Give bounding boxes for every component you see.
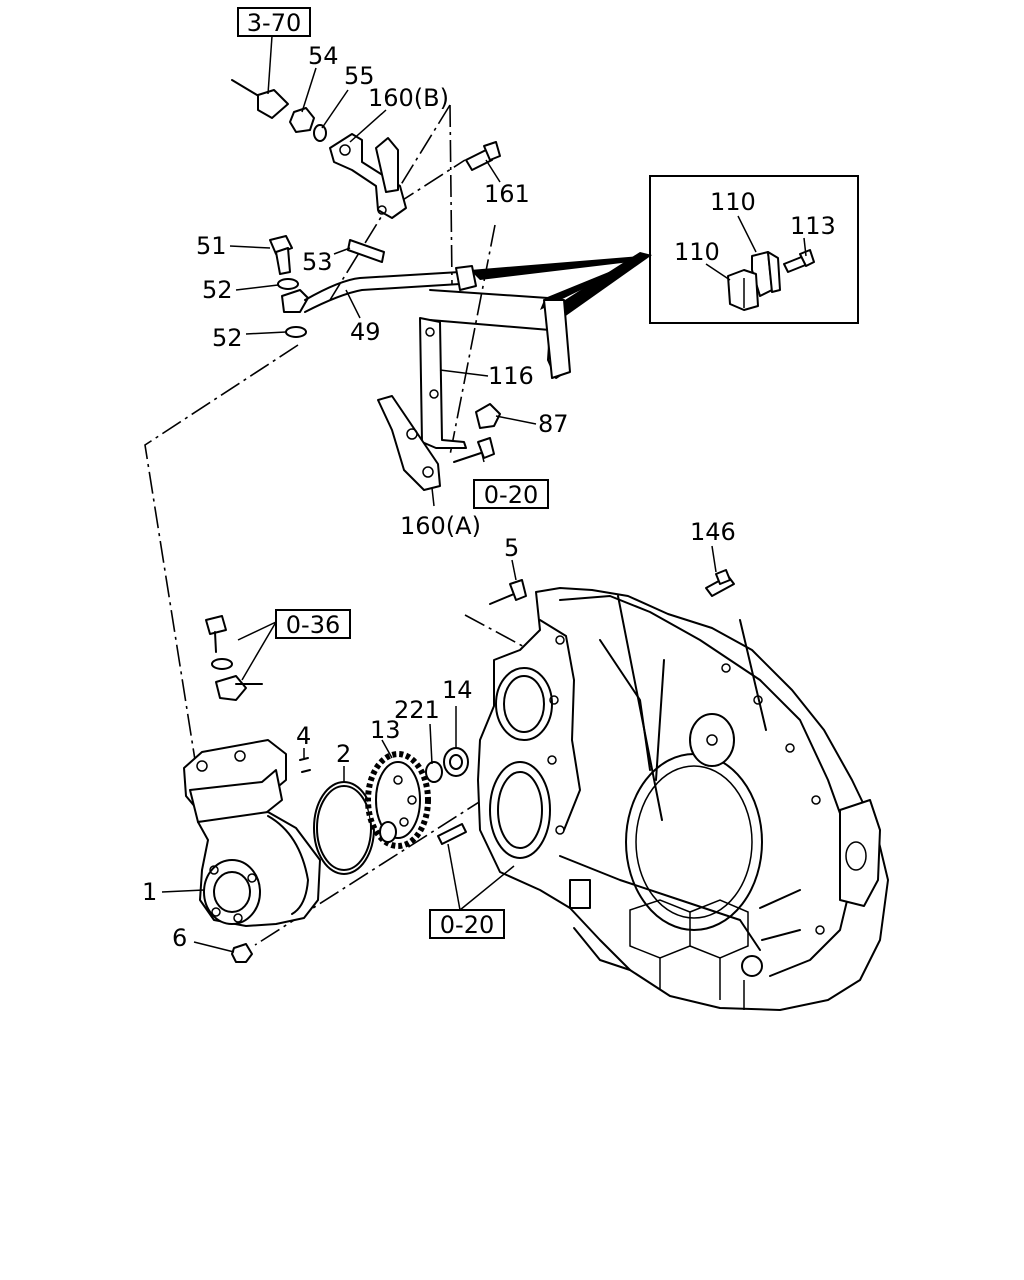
- callout-52-lower: 52: [212, 324, 243, 352]
- callout-110-lower: 110: [674, 238, 720, 266]
- callout-49: 49: [350, 318, 381, 346]
- air-pipe-assembly: [231, 79, 571, 491]
- reference-label: 0-20: [440, 911, 494, 939]
- callout-116: 116: [488, 362, 534, 390]
- reference-label: 0-20: [484, 481, 538, 509]
- callout-52-upper: 52: [202, 276, 233, 304]
- leader-lines: [161, 35, 807, 953]
- callout-160a: 160(A): [400, 512, 481, 540]
- gear-parts: [299, 747, 469, 875]
- reference-label: 0-36: [286, 611, 340, 639]
- reference-box-3-70[interactable]: 3-70: [237, 7, 311, 37]
- reference-box-0-20-upper[interactable]: 0-20: [473, 479, 549, 509]
- flywheel-housing: [477, 569, 889, 1011]
- callout-51: 51: [196, 232, 227, 260]
- callout-110-upper: 110: [710, 188, 756, 216]
- callout-4: 4: [296, 722, 311, 750]
- callout-161: 161: [484, 180, 530, 208]
- callout-160b: 160(B): [368, 84, 449, 112]
- callout-5: 5: [504, 534, 519, 562]
- callout-1: 1: [142, 878, 157, 906]
- reference-box-0-20-lower[interactable]: 0-20: [429, 909, 505, 939]
- callout-13: 13: [370, 716, 401, 744]
- callout-labels: 54 55 160(B) 161 51 53 52 49 52 116 87 1…: [142, 42, 836, 952]
- callout-54: 54: [308, 42, 339, 70]
- callout-6: 6: [172, 924, 187, 952]
- reference-label: 3-70: [247, 9, 301, 37]
- air-compressor: [183, 615, 321, 963]
- callout-53: 53: [302, 248, 333, 276]
- reference-box-0-36[interactable]: 0-36: [275, 609, 351, 639]
- callout-221: 221: [394, 696, 440, 724]
- callout-55: 55: [344, 62, 375, 90]
- callout-14: 14: [442, 676, 473, 704]
- callout-146: 146: [690, 518, 736, 546]
- callout-113: 113: [790, 212, 836, 240]
- callout-87: 87: [538, 410, 569, 438]
- callout-2: 2: [336, 740, 351, 768]
